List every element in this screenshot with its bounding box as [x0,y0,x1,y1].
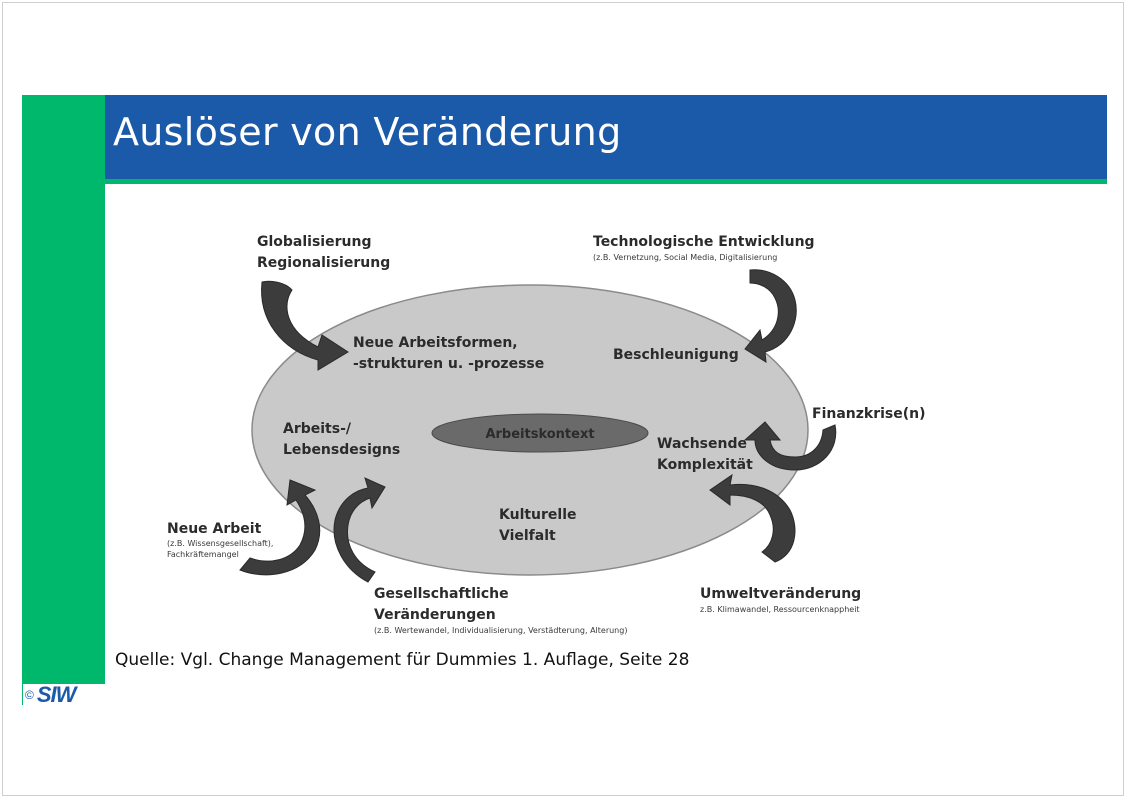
driver-umwelt-title: Umweltveränderung [700,586,861,602]
label-wachsende-komplexitaet: Wachsende Komplexität [657,436,753,473]
arrow-gesellschaft [333,477,386,583]
arrow-umwelt [709,473,796,563]
label-kulturelle-vielfalt: Kulturelle Vielfalt [499,507,581,544]
source-citation: Quelle: Vgl. Change Management für Dummi… [115,650,690,670]
title-bar [105,95,1107,179]
arrow-neue-arbeit [239,479,321,576]
driver-neue-arbeit-note: (z.B. Wissensgesellschaft), Fachkräftema… [167,539,276,559]
logo-wordmark: SIW [36,682,77,707]
driver-globalisierung: Globalisierung Regionalisierung [257,234,390,271]
driver-umwelt-note: z.B. Klimawandel, Ressourcenknappheit [700,605,860,614]
siw-logo: © SIW [23,682,105,707]
driver-finanzkrise: Finanzkrise(n) [812,406,926,422]
slide-title: Auslöser von Veränderung [113,110,622,154]
accent-sidebar [22,95,105,705]
arrow-technologie [744,269,797,363]
label-neue-arbeitsformen: Neue Arbeitsformen, -strukturen u. -proz… [353,335,544,372]
label-arbeits-lebensdesigns: Arbeits-/ Lebensdesigns [283,421,400,458]
driver-neue-arbeit-title: Neue Arbeit [167,521,262,537]
driver-technologie-title: Technologische Entwicklung [593,234,815,250]
copyright-symbol: © [25,688,34,702]
driver-technologie-note: (z.B. Vernetzung, Social Media, Digitali… [593,253,777,262]
arrow-globalisierung [261,280,349,371]
driver-gesellschaft-title: Gesellschaftliche Veränderungen [374,586,513,623]
inner-ellipse [431,413,649,453]
driver-gesellschaft-note: (z.B. Wertewandel, Individualisierung, V… [374,626,627,635]
label-beschleunigung: Beschleunigung [613,347,739,363]
center-label: Arbeitskontext [485,427,594,442]
arrow-finanzkrise [743,421,837,471]
title-underline [105,179,1107,184]
